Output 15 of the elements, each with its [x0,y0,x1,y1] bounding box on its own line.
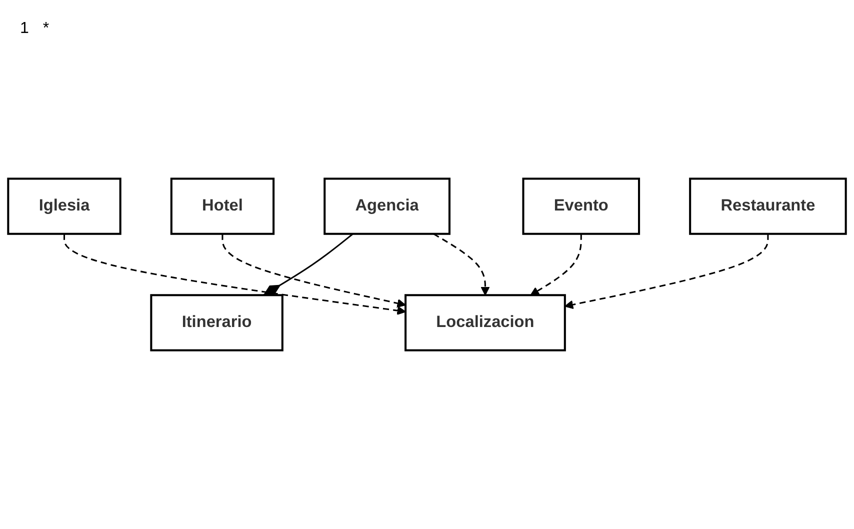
class-box: Itinerario [150,294,284,352]
composition-line [262,233,354,296]
dependency-arrow [564,234,769,310]
class-box: Evento [522,178,640,235]
class-box: Localizacion [404,294,566,352]
class-box: Hotel [170,178,275,235]
multiplicity-label: * [42,20,50,37]
dependency-arrow [433,233,490,296]
multiplicity-label: 1 [20,20,29,37]
class-box: Agencia [324,178,450,235]
class-box: Iglesia [7,178,122,235]
dependency-arrow [222,234,406,308]
dependency-arrow [530,234,582,296]
class-box: Restaurante [689,178,847,235]
dependency-arrow [63,234,406,316]
